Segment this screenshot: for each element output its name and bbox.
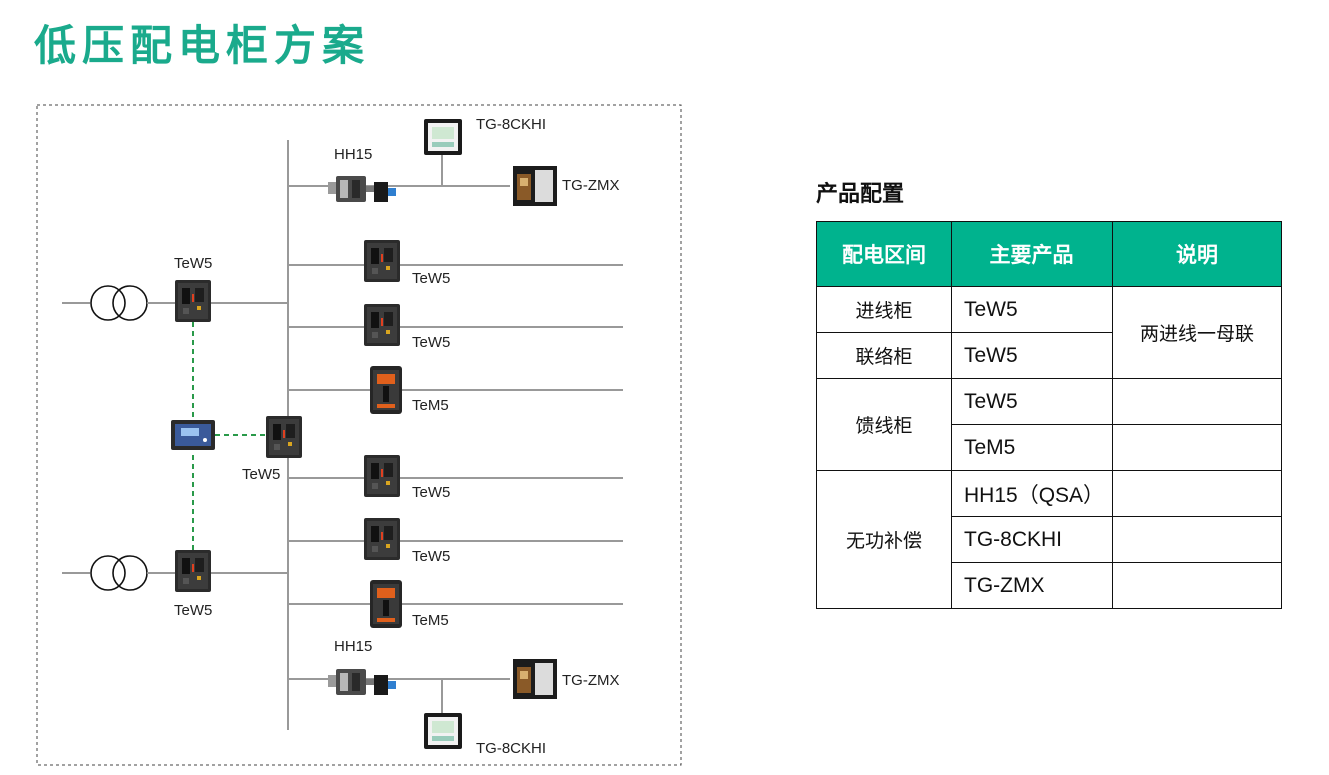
switch-disconnector-top bbox=[328, 176, 396, 202]
cell-empty bbox=[1112, 378, 1282, 425]
label-feeder-3: TeM5 bbox=[412, 397, 449, 414]
transfer-controller bbox=[171, 420, 215, 450]
header-note: 说明 bbox=[1112, 221, 1282, 287]
tie-breaker bbox=[266, 416, 302, 458]
table-row: 进线柜 TeW5 两进线一母联 bbox=[816, 286, 1282, 379]
config-title: 产品配置 bbox=[816, 182, 905, 207]
feeder-mccb-3 bbox=[370, 366, 402, 414]
capacitor-module-bottom bbox=[513, 659, 557, 699]
label-tgzmx-bottom: TG-ZMX bbox=[562, 672, 620, 689]
feeder-mccb-6 bbox=[370, 580, 402, 628]
feeder-breaker-5 bbox=[364, 518, 400, 560]
feeder-breaker-2 bbox=[364, 304, 400, 346]
cell-note: 两进线一母联 bbox=[1112, 286, 1282, 379]
controller-meter-top bbox=[424, 119, 462, 155]
cell-product: TeM5 bbox=[951, 424, 1113, 471]
label-hh15-top: HH15 bbox=[334, 146, 372, 163]
cell-empty bbox=[1112, 562, 1282, 609]
label-tg8ckhi-bottom: TG-8CKHI bbox=[476, 740, 546, 757]
label-tg8ckhi-top: TG-8CKHI bbox=[476, 116, 546, 133]
cell-tie: 联络柜 bbox=[816, 332, 952, 379]
header-section: 配电区间 bbox=[816, 221, 952, 287]
label-feeder-2: TeW5 bbox=[412, 334, 450, 351]
cell-incoming: 进线柜 bbox=[816, 286, 952, 333]
diagram-frame bbox=[36, 104, 682, 766]
table-header-row: 配电区间 主要产品 说明 bbox=[816, 221, 1282, 287]
label-feeder-1: TeW5 bbox=[412, 270, 450, 287]
table-row: TG-8CKHI bbox=[817, 516, 1282, 563]
label-incoming-bottom: TeW5 bbox=[174, 602, 212, 619]
feeder-breaker-1 bbox=[364, 240, 400, 282]
switch-disconnector-bottom bbox=[328, 669, 396, 695]
label-incoming-top: TeW5 bbox=[174, 255, 212, 272]
label-feeder-5: TeW5 bbox=[412, 548, 450, 565]
cell-feeder: 馈线柜 bbox=[816, 378, 952, 471]
table-row: 联络柜 TeW5 bbox=[816, 332, 1282, 379]
cell-empty bbox=[1112, 516, 1282, 563]
incoming-breaker-bottom bbox=[175, 550, 211, 592]
config-table: 配电区间 主要产品 说明 进线柜 TeW5 两进线一母联 联络柜 TeW5 馈线… bbox=[816, 221, 1282, 609]
header-product: 主要产品 bbox=[951, 221, 1113, 287]
controller-meter-bottom bbox=[424, 713, 462, 749]
label-feeder-6: TeM5 bbox=[412, 612, 449, 629]
cell-reactive: 无功补偿 bbox=[816, 470, 952, 609]
table-row: 无功补偿 HH15（QSA） bbox=[816, 470, 1282, 609]
label-feeder-4: TeW5 bbox=[412, 484, 450, 501]
label-tie: TeW5 bbox=[242, 466, 280, 483]
transformer-top bbox=[90, 285, 148, 321]
incoming-breaker-top bbox=[175, 280, 211, 322]
cell-product: TG-ZMX bbox=[951, 562, 1113, 609]
capacitor-module-top bbox=[513, 166, 557, 206]
table-row: TG-ZMX bbox=[817, 562, 1282, 609]
page-title: 低压配电柜方案 bbox=[34, 21, 371, 70]
feeder-breaker-4 bbox=[364, 455, 400, 497]
cell-product: TeW5 bbox=[951, 286, 1113, 333]
label-hh15-bottom: HH15 bbox=[334, 638, 372, 655]
cell-empty bbox=[1112, 424, 1282, 471]
table-row: 馈线柜 TeW5 bbox=[816, 378, 1282, 471]
single-line-diagram: TG-8CKHI HH15 TG-ZMX TeW5 TeW5 TeW5 TeM5… bbox=[36, 104, 682, 766]
cell-product: TeW5 bbox=[951, 378, 1113, 425]
cell-product: TG-8CKHI bbox=[951, 516, 1113, 563]
cell-product: TeW5 bbox=[951, 332, 1113, 379]
transformer-bottom bbox=[90, 555, 148, 591]
label-tgzmx-top: TG-ZMX bbox=[562, 177, 620, 194]
cell-empty bbox=[1112, 470, 1282, 517]
cell-product: HH15（QSA） bbox=[951, 470, 1113, 517]
